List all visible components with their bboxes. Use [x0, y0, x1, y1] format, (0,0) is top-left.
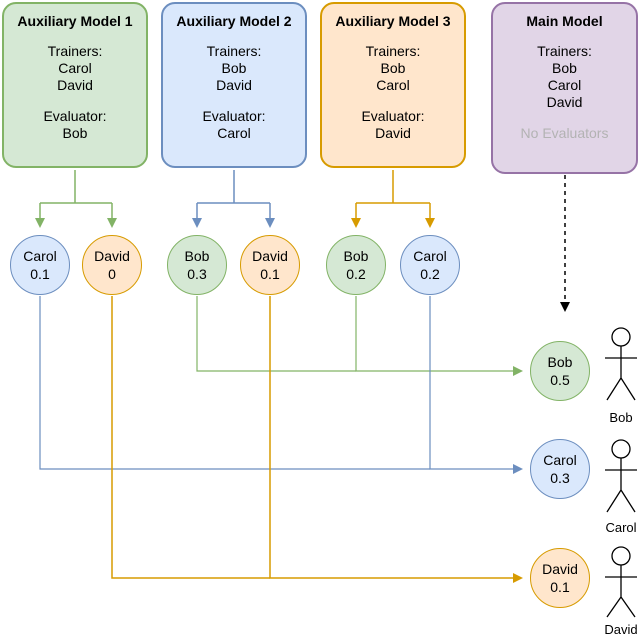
- result-value: 0.1: [550, 579, 570, 595]
- aux2-split-connector: [192, 170, 275, 228]
- trainers-label: Trainers:: [47, 43, 103, 59]
- score-name: David: [94, 248, 130, 264]
- person-david-icon: [605, 546, 637, 618]
- result-node-bob: Bob 0.5: [530, 341, 590, 401]
- trainers-label: Trainers:: [365, 43, 421, 59]
- aux-model-1-box: Auxiliary Model 1 Trainers: Carol David …: [2, 2, 148, 168]
- evaluator-label: Evaluator:: [43, 108, 107, 124]
- aux-model-2-box: Auxiliary Model 2 Trainers: Bob David Ev…: [161, 2, 307, 168]
- trainer: Bob: [380, 60, 406, 76]
- score-node-carol: Carol 0.2: [400, 235, 460, 295]
- person-bob-icon: [605, 327, 637, 401]
- person-label-david: David: [604, 622, 638, 637]
- bob-score-wires: [196, 296, 523, 376]
- evaluator: Bob: [62, 125, 88, 141]
- score-value: 0: [108, 266, 116, 282]
- evaluator: Carol: [217, 125, 251, 141]
- model-title: Auxiliary Model 1: [17, 13, 133, 29]
- model-title: Auxiliary Model 3: [335, 13, 451, 29]
- result-name: Carol: [543, 452, 577, 468]
- person-label-carol: Carol: [605, 520, 637, 535]
- model-title: Main Model: [526, 13, 603, 29]
- aux-model-3-box: Auxiliary Model 3 Trainers: Bob Carol Ev…: [320, 2, 466, 168]
- evaluator: David: [375, 125, 411, 141]
- score-node-david: David 0.1: [240, 235, 300, 295]
- trainers-label: Trainers:: [537, 43, 592, 59]
- result-value: 0.3: [550, 470, 570, 486]
- score-name: Bob: [184, 248, 210, 264]
- score-node-carol: Carol 0.1: [10, 235, 70, 295]
- person-label-bob: Bob: [609, 410, 633, 425]
- aux1-split-connector: [35, 170, 117, 228]
- trainer: Bob: [221, 60, 247, 76]
- result-name: Bob: [547, 354, 573, 370]
- result-name: David: [542, 561, 578, 577]
- trainer: David: [216, 77, 252, 93]
- aux3-split-connector: [351, 170, 435, 228]
- score-name: David: [252, 248, 288, 264]
- result-value: 0.5: [550, 372, 570, 388]
- person-carol-icon: [605, 439, 637, 513]
- trainer: Carol: [376, 77, 410, 93]
- trainers-label: Trainers:: [206, 43, 262, 59]
- score-value: 0.2: [346, 266, 366, 282]
- score-value: 0.1: [260, 266, 280, 282]
- score-value: 0.2: [420, 266, 440, 282]
- score-value: 0.3: [187, 266, 207, 282]
- david-score-wires: [111, 296, 523, 583]
- score-name: Carol: [413, 248, 447, 264]
- main-model-box: Main Model Trainers: Bob Carol David No …: [491, 2, 638, 174]
- score-name: Bob: [343, 248, 369, 264]
- score-node-david: David 0: [82, 235, 142, 295]
- model-title: Auxiliary Model 2: [176, 13, 292, 29]
- trainer: Carol: [547, 77, 582, 93]
- result-node-david: David 0.1: [530, 548, 590, 608]
- trainer: Carol: [58, 60, 92, 76]
- evaluator-label: Evaluator:: [202, 108, 266, 124]
- trainer: David: [546, 94, 583, 110]
- score-value: 0.1: [30, 266, 50, 282]
- evaluator-label: Evaluator:: [361, 108, 425, 124]
- result-node-carol: Carol 0.3: [530, 439, 590, 499]
- score-node-bob: Bob 0.3: [167, 235, 227, 295]
- carol-score-wires: [39, 296, 523, 474]
- score-node-bob: Bob 0.2: [326, 235, 386, 295]
- score-name: Carol: [23, 248, 57, 264]
- no-evaluators-note: No Evaluators: [520, 125, 609, 141]
- trainer: David: [57, 77, 93, 93]
- trainer: Bob: [552, 60, 577, 76]
